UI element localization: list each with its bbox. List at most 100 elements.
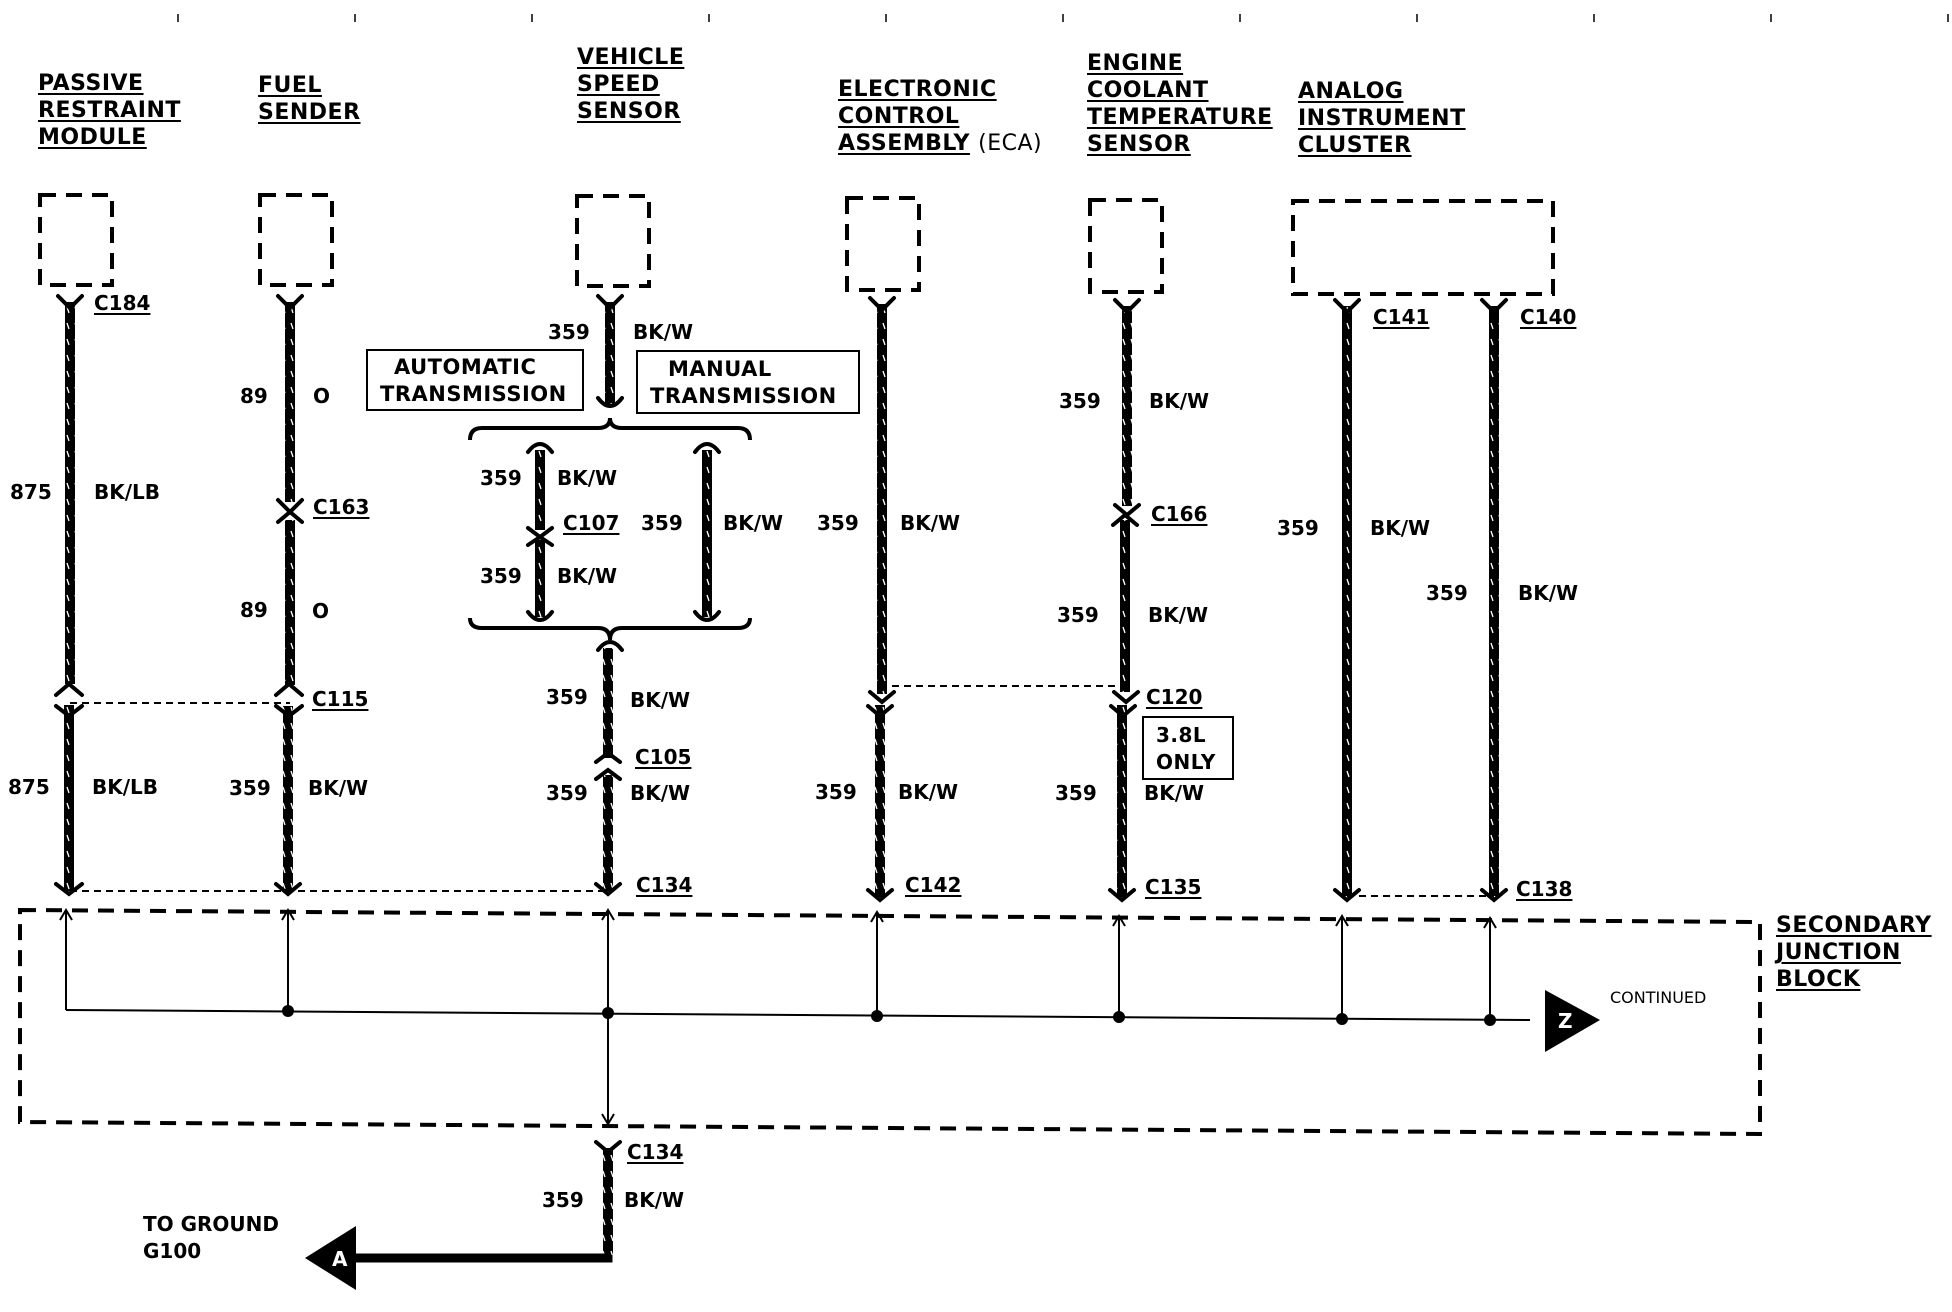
circuit-89-lower: 89 [240, 598, 268, 622]
connector-c105: C105 [635, 745, 692, 769]
color-bklb-lower: BK/LB [92, 775, 159, 799]
color-bkw-ect-low: BK/W [1144, 781, 1205, 805]
color-o-upper: O [313, 384, 331, 408]
color-bkw-c141: BK/W [1370, 516, 1431, 540]
circuit-359-eca-lower: 359 [815, 780, 857, 804]
ect-header: ENGINE COOLANT TEMPERATURE SENSOR [1087, 51, 1273, 157]
wires [64, 302, 1499, 1255]
vss-header: VEHICLE SPEED SENSOR [577, 45, 685, 124]
color-bkw-vss-top: BK/W [633, 320, 694, 344]
color-bkw-c140: BK/W [1518, 581, 1579, 605]
wire-359-vss-mid [603, 648, 613, 758]
continued-label: CONTINUED [1610, 988, 1707, 1007]
top-ticks [177, 14, 1949, 22]
wire-359-c141 [1342, 306, 1352, 896]
dashed-links [70, 685, 1494, 897]
color-bkw-vss-mid: BK/W [630, 688, 691, 712]
sjb-header: SECONDARY JUNCTION BLOCK [1776, 913, 1932, 992]
wire-359-auto-lower [535, 540, 545, 617]
continued-z-marker [1545, 990, 1600, 1052]
fuel-sender-component-box [258, 193, 334, 287]
color-bkw-vss-low: BK/W [630, 781, 691, 805]
circuit-359-ground: 359 [542, 1188, 584, 1212]
cluster-header: ANALOG INSTRUMENT CLUSTER [1298, 79, 1466, 158]
component-boxes [38, 193, 1555, 296]
circuit-359-ect-top: 359 [1059, 389, 1101, 413]
connector-symbols [54, 294, 1508, 1155]
wire-359-c140 [1489, 306, 1499, 896]
eca-header: ELECTRONIC CONTROL ASSEMBLY (ECA) [838, 77, 1043, 156]
color-bkw-eca-lower: BK/W [898, 780, 959, 804]
fuel-sender-header: FUEL SENDER [258, 73, 361, 125]
wire-359-ect-mid [1120, 520, 1130, 692]
wire-359-fuel-lower [283, 706, 293, 891]
vss-component-box [575, 194, 651, 288]
circuit-359-manual: 359 [641, 511, 683, 535]
junction-bus [59, 908, 1531, 1126]
connector-c134-bottom: C134 [627, 1140, 684, 1164]
prm-component-box [38, 193, 114, 287]
circuit-359-c141: 359 [1277, 516, 1319, 540]
engine-only-box: 3.8L ONLY [1142, 716, 1234, 780]
color-bkw-fuel: BK/W [308, 776, 369, 800]
circuit-89-upper: 89 [240, 384, 268, 408]
circuit-359-auto-upper: 359 [480, 466, 522, 490]
wire-359-manual [702, 450, 712, 617]
connector-c107: C107 [563, 511, 620, 535]
connector-c141: C141 [1373, 305, 1430, 329]
wire-359-ect-lower [1117, 705, 1127, 897]
circuit-875-upper: 875 [10, 480, 52, 504]
prm-header: PASSIVE RESTRAINT MODULE [38, 71, 181, 150]
connector-c120: C120 [1146, 685, 1203, 709]
sjb-dashed-box [18, 907, 1762, 1137]
splice-dots [282, 1005, 1496, 1026]
circuit-875-lower: 875 [8, 775, 50, 799]
wire-359-ground [603, 1148, 613, 1255]
connector-c140: C140 [1520, 305, 1577, 329]
cluster-component-box [1291, 199, 1555, 296]
color-bkw-ground: BK/W [624, 1188, 685, 1212]
wire-359-ect-upper [1122, 306, 1132, 506]
wire-359-eca-lower [875, 705, 885, 897]
color-bkw-auto-lower: BK/W [557, 564, 618, 588]
wire-359-eca-upper [877, 304, 887, 694]
circuit-359-vss-mid: 359 [546, 685, 588, 709]
connector-c166: C166 [1151, 502, 1208, 526]
connector-c115: C115 [312, 687, 369, 711]
manual-transmission-box: MANUAL TRANSMISSION [636, 350, 860, 414]
color-bkw-eca-upper: BK/W [900, 511, 961, 535]
eca-component-box [845, 196, 921, 292]
circuit-359-ect-low: 359 [1055, 781, 1097, 805]
wire-89-lower [285, 520, 295, 685]
color-bklb-upper: BK/LB [94, 480, 161, 504]
circuit-359-eca-upper: 359 [817, 511, 859, 535]
ground-label-line2: G100 [143, 1239, 202, 1263]
ect-component-box [1088, 198, 1164, 294]
connector-c138: C138 [1516, 877, 1573, 901]
color-bkw-ect-mid: BK/W [1148, 603, 1209, 627]
wire-89-upper [285, 302, 295, 502]
wire-875-lower [64, 705, 74, 891]
wire-359-vss-low [603, 775, 613, 891]
connector-c184: C184 [94, 291, 151, 315]
transmission-braces [468, 417, 752, 641]
circuit-359-vss-low: 359 [546, 781, 588, 805]
circuit-359-c140: 359 [1426, 581, 1468, 605]
wire-875-upper [65, 302, 75, 684]
connector-c134-top: C134 [636, 873, 693, 897]
connector-c142: C142 [905, 873, 962, 897]
color-bkw-auto-upper: BK/W [557, 466, 618, 490]
wire-359-vss-top [605, 302, 615, 406]
automatic-transmission-box: AUTOMATIC TRANSMISSION [366, 349, 584, 411]
wire-359-auto-upper [535, 450, 545, 530]
ground-label-line1: TO GROUND [143, 1212, 280, 1236]
connector-c135: C135 [1145, 875, 1202, 899]
color-bkw-ect-top: BK/W [1149, 389, 1210, 413]
circuit-359-fuel: 359 [229, 776, 271, 800]
color-o-lower: O [312, 599, 330, 623]
circuit-359-auto-lower: 359 [480, 564, 522, 588]
ground-wire [340, 1253, 613, 1263]
connector-c163: C163 [313, 495, 370, 519]
color-bkw-manual: BK/W [723, 511, 784, 535]
ground-a-letter: A [332, 1247, 348, 1271]
